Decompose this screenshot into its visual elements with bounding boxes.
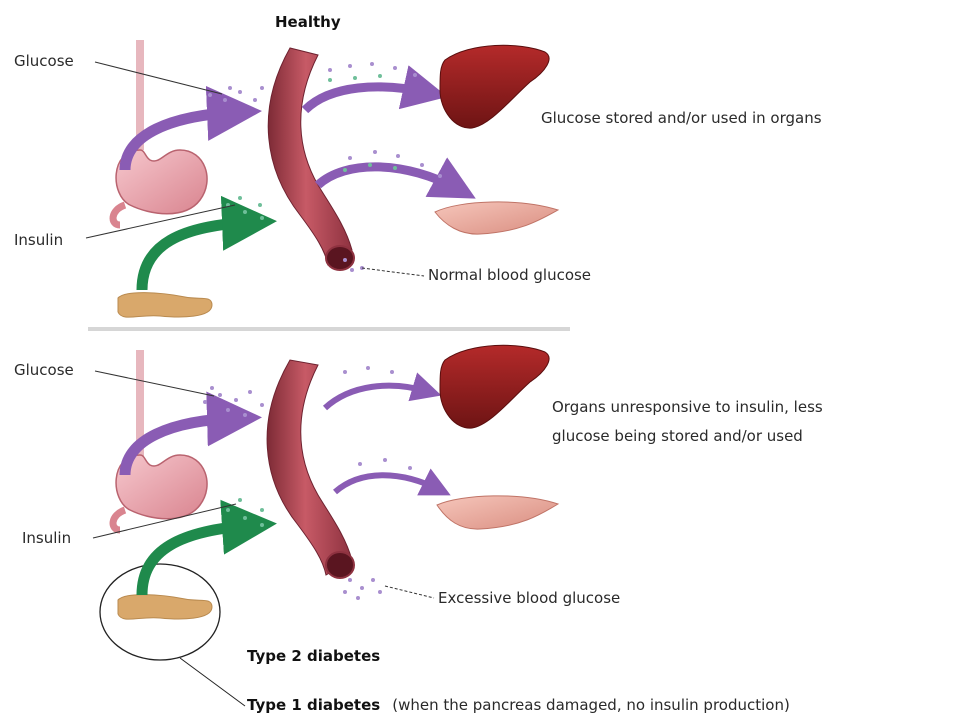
type1-label-note: (when the pancreas damaged, no insulin p…: [392, 696, 790, 714]
blood-vessel-illustration-2: [267, 360, 352, 575]
insulin-arrow: [142, 222, 255, 290]
pancreas-illustration-2: [118, 595, 212, 620]
healthy-blood-leader: [362, 268, 424, 276]
liver-illustration: [440, 45, 549, 128]
pancreas-illustration: [118, 293, 212, 318]
healthy-panel: Healthy: [14, 13, 822, 317]
diabetes-blood-leader: [385, 586, 434, 598]
muscle-illustration-2: [437, 496, 558, 529]
diabetes-insulin-label: Insulin: [22, 529, 71, 547]
muscle-illustration: [435, 202, 558, 234]
healthy-blood-caption: Normal blood glucose: [428, 266, 591, 284]
diabetes-glucose-label: Glucose: [14, 361, 74, 379]
type2-label: Type 2 diabetes: [247, 647, 380, 665]
diabetes-blood-caption: Excessive blood glucose: [438, 589, 620, 607]
glucose-to-muscle-arrow: [318, 167, 460, 190]
blood-vessel-illustration: [268, 48, 352, 265]
diabetes-organs-caption-line1: Organs unresponsive to insulin, less: [552, 398, 823, 416]
type1-label-bold: Type 1 diabetes: [247, 696, 380, 714]
healthy-glucose-label: Glucose: [14, 52, 74, 70]
vessel-lumen-2: [326, 552, 354, 578]
duodenum-illustration-2: [113, 510, 125, 530]
healthy-title: Healthy: [275, 13, 341, 31]
healthy-insulin-label: Insulin: [14, 231, 63, 249]
liver-illustration-2: [440, 345, 549, 428]
duodenum-illustration: [113, 205, 125, 225]
healthy-glucose-leader: [95, 62, 222, 94]
glucose-to-liver-arrow: [305, 87, 430, 110]
type1-leader: [180, 658, 245, 706]
glucose-to-liver-arrow-2: [325, 386, 430, 408]
vessel-lumen: [326, 246, 354, 270]
glucose-to-muscle-arrow-2: [335, 475, 440, 492]
insulin-arrow-2: [142, 525, 255, 595]
healthy-organs-caption: Glucose stored and/or used in organs: [541, 109, 822, 127]
diabetes-panel: Glucose Insulin Organs unresponsive to i…: [14, 345, 823, 714]
diabetes-glucose-leader: [95, 371, 214, 396]
diabetes-organs-caption-line2: glucose being stored and/or used: [552, 427, 803, 445]
type1-label: Type 1 diabetes (when the pancreas damag…: [247, 696, 790, 714]
